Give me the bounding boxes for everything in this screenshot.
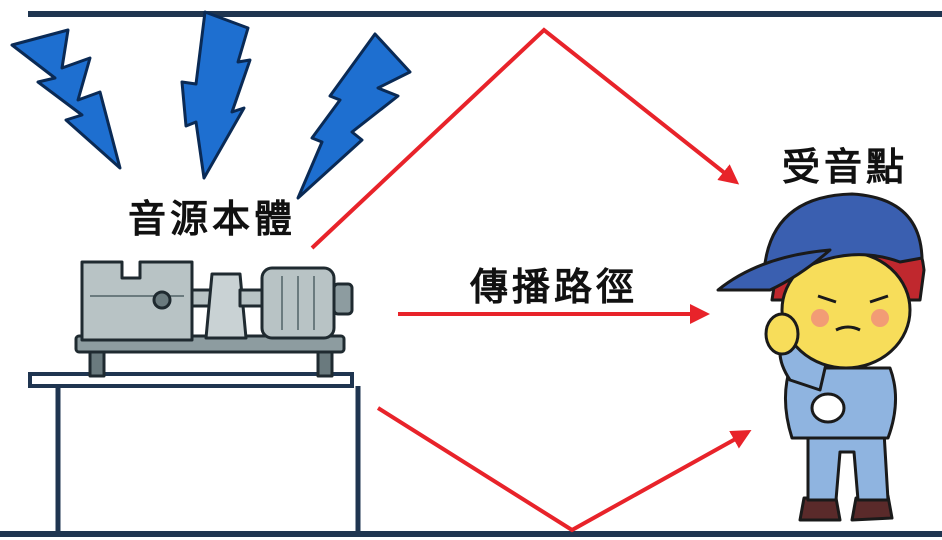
lightning-bolt-icon — [10, 10, 412, 200]
machine-table — [28, 372, 361, 534]
label-receiver: 受音點 — [782, 145, 909, 189]
arrow-reflected-bottom — [376, 406, 752, 533]
propagation-arrows — [310, 27, 752, 533]
label-propagation-path: 傳播路徑 — [470, 265, 639, 309]
arrow-reflected-top — [310, 27, 740, 250]
label-sound-source: 音源本體 — [128, 197, 297, 241]
machine-icon — [74, 260, 354, 378]
worker-icon — [716, 192, 926, 522]
